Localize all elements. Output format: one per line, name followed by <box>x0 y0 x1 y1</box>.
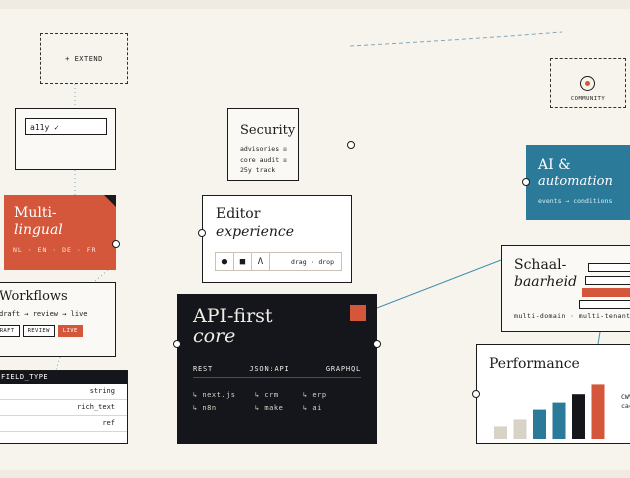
ai-title-2: automation <box>538 174 613 189</box>
multilingual-port[interactable] <box>112 240 120 248</box>
integration-item: ↳ crm <box>255 391 279 399</box>
dotted-wire-multi-workflows <box>93 269 109 283</box>
target-icon <box>580 76 595 91</box>
editor-port[interactable] <box>198 229 206 237</box>
security-line: core audit ☒ <box>240 155 287 164</box>
scale-subtitle: multi-domain · multi-tenant <box>514 312 630 320</box>
editor-toolbar: ● ■ Λ drag · drop <box>215 252 342 271</box>
security-title: Security <box>240 123 296 138</box>
performance-title: Performance <box>489 356 580 372</box>
ai-title-1: AI & <box>538 157 571 173</box>
protocol-graphql: GRAPHQL <box>325 365 361 373</box>
accent-square <box>350 305 366 321</box>
integration-item: ↳ ai <box>303 404 322 412</box>
editor-title-1: Editor <box>216 206 261 222</box>
table-row: rich_text <box>0 400 127 416</box>
ai-automation-node[interactable]: AI & automation events → conditions <box>526 145 630 220</box>
scale-title-1: Schaal- <box>514 257 567 273</box>
workflows-node[interactable]: Workflows draft → review → live DRAFT RE… <box>0 282 116 357</box>
workflows-title: Workflows <box>0 289 68 304</box>
stack-bar <box>588 263 630 272</box>
api-port-left[interactable] <box>173 340 181 348</box>
stack-bar-accent <box>582 288 630 297</box>
performance-port[interactable] <box>472 390 480 398</box>
caret-tool-icon[interactable]: Λ <box>252 253 270 270</box>
multilingual-title-2: lingual <box>14 222 63 238</box>
field-types-node[interactable]: FIELD_TYPE string rich_text ref <box>0 370 128 444</box>
extend-node[interactable]: + EXTEND <box>40 33 128 84</box>
api-port-right[interactable] <box>373 340 381 348</box>
a11y-node[interactable]: a11y ✓ <box>15 108 116 170</box>
api-title-1: API-first <box>193 305 273 327</box>
performance-bar <box>494 426 507 439</box>
chip-live[interactable]: LIVE <box>57 325 83 337</box>
workflow-steps: draft → review → live <box>0 310 88 318</box>
performance-node[interactable]: Performance CWV cache <box>476 344 630 444</box>
integration-item: ↳ n8n <box>193 404 217 412</box>
ai-port[interactable] <box>522 178 530 186</box>
editor-title-2: experience <box>216 224 295 240</box>
corner-fold <box>104 195 116 207</box>
table-row: string <box>0 384 127 400</box>
protocol-rest: REST <box>193 365 214 373</box>
field-types-header: FIELD_TYPE <box>0 371 127 384</box>
integration-item: ↳ erp <box>303 391 327 399</box>
ai-subtitle: events → conditions <box>538 197 613 205</box>
dashed-wire-top <box>349 31 563 47</box>
dotted-wire-workflows-types <box>55 356 61 371</box>
api-core-node[interactable]: API-first core REST JSON:API GRAPHQL ↳ n… <box>177 294 377 444</box>
stack-bar <box>585 276 630 285</box>
language-list: NL · EN · DE · FR <box>13 246 97 254</box>
table-row: ref <box>0 416 127 432</box>
performance-bar <box>572 394 585 439</box>
multilingual-node[interactable]: Multi- lingual NL · EN · DE · FR <box>4 195 116 270</box>
performance-bar <box>533 409 546 439</box>
chip-review[interactable]: REVIEW <box>22 325 55 337</box>
dot-tool-icon[interactable]: ● <box>216 253 234 270</box>
a11y-input[interactable]: a11y ✓ <box>25 118 107 135</box>
performance-chart <box>494 384 605 439</box>
security-line: 25y track <box>240 166 276 174</box>
community-node[interactable]: COMMUNITY <box>550 58 626 108</box>
performance-bar <box>513 419 527 439</box>
stack-bar <box>579 300 630 309</box>
multilingual-title-1: Multi- <box>14 205 57 221</box>
wire-api-scale <box>376 259 502 309</box>
community-label: COMMUNITY <box>570 96 606 102</box>
square-tool-icon[interactable]: ■ <box>234 253 252 270</box>
drag-drop-label: drag · drop <box>290 257 334 266</box>
scale-title-2: baarheid <box>514 274 578 290</box>
integration-item: ↳ make <box>255 404 284 412</box>
editor-node[interactable]: Editor experience ● ■ Λ drag · drop <box>202 195 352 283</box>
cache-label: cache <box>621 402 630 410</box>
wire-scale-perf <box>597 331 601 345</box>
security-node[interactable]: Security advisories ☒ core audit ☒ 25y t… <box>227 108 299 181</box>
cwv-label: CWV <box>621 393 630 401</box>
performance-bar <box>591 384 605 439</box>
chip-draft[interactable]: DRAFT <box>0 325 20 337</box>
extend-label: + EXTEND <box>65 54 103 63</box>
api-title-2: core <box>193 325 236 347</box>
protocol-jsonapi: JSON:API <box>249 365 290 373</box>
scalability-node[interactable]: Schaal- baarheid multi-domain · multi-te… <box>501 245 630 332</box>
integration-item: ↳ next.js <box>193 391 236 399</box>
top-edge <box>0 0 630 9</box>
divider <box>193 377 361 378</box>
security-port[interactable] <box>347 141 355 149</box>
security-line: advisories ☒ <box>240 145 287 153</box>
bottom-edge <box>0 470 630 478</box>
performance-bar <box>552 402 566 439</box>
